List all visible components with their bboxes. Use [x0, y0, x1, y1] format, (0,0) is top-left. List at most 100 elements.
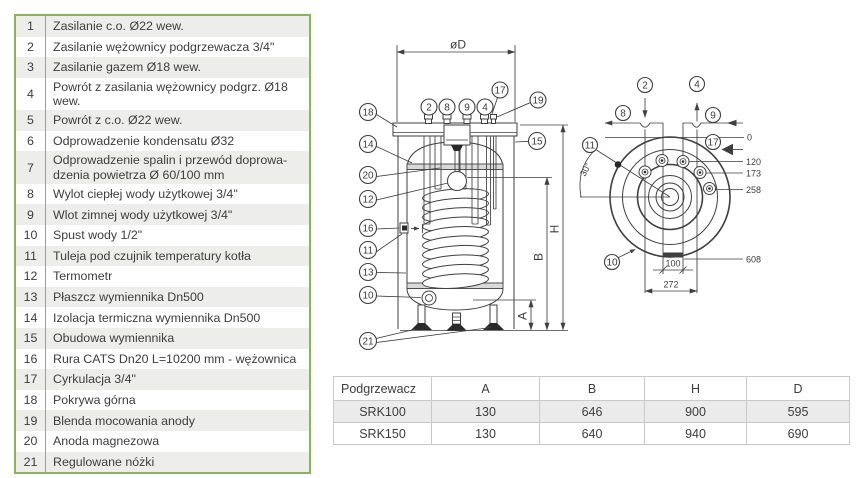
parts-row: 12 Termometr [16, 266, 309, 287]
callout-10: 10 [358, 285, 378, 305]
part-number: 20 [16, 430, 46, 452]
callout-19: 19 [529, 91, 547, 109]
callout-17: 17 [491, 81, 509, 99]
spec-table-body: SRK100 130 646 900 595 SRK150 130 640 94… [334, 400, 849, 444]
part-number: 3 [16, 57, 46, 78]
callout-8: 8 [614, 104, 632, 122]
part-number: 2 [16, 36, 46, 58]
dim-label-d: øD [450, 38, 466, 52]
callout-11: 11 [581, 136, 599, 154]
svg-text:8: 8 [620, 109, 626, 120]
sensor-position: 30° [578, 149, 671, 198]
callout-21: 21 [358, 331, 378, 351]
callout-11: 11 [358, 240, 378, 260]
spec-value-a: 130 [431, 423, 539, 444]
part-description: Wylot ciepłej wody użytkowej 3/4" [53, 186, 238, 201]
dim-100: 100 [665, 259, 680, 269]
svg-text:10: 10 [606, 258, 618, 269]
parts-row: 11 Tuleja pod czujnik temperatury kotła [16, 245, 309, 267]
parts-row: 8 Wylot ciepłej wody użytkowej 3/4" [16, 183, 309, 205]
part-description: Anoda magnezowa [53, 434, 160, 449]
part-number: 8 [16, 183, 46, 205]
callout-12: 12 [358, 189, 378, 209]
dimension-a: A [473, 299, 536, 331]
svg-text:18: 18 [362, 108, 374, 119]
part-description: Spust wody 1/2" [53, 228, 143, 243]
callout-4: 4 [688, 75, 706, 93]
leader-10 [618, 249, 636, 258]
parts-row: 20 Anoda magnezowa [16, 430, 309, 452]
spec-value-h: 940 [644, 423, 746, 444]
dim-label-a: A [516, 312, 530, 320]
top-callouts: 2 4 8 9 17 11 10 [581, 75, 722, 271]
spec-header-b: B [539, 377, 644, 400]
offset-173: 173 [746, 169, 761, 179]
parts-row: 18 Pokrywa górna [16, 389, 309, 411]
spec-value-d: 595 [746, 401, 849, 422]
callout-9: 9 [458, 98, 476, 116]
part-number: 17 [16, 369, 46, 390]
part-number: 4 [16, 77, 46, 111]
parts-table: 1 Zasilanie c.o. Ø22 wew. 2 Zasilanie wę… [14, 14, 311, 475]
svg-text:21: 21 [362, 337, 374, 348]
svg-text:11: 11 [363, 246, 374, 257]
svg-text:8: 8 [444, 103, 450, 114]
part-number: 5 [16, 110, 46, 131]
svg-text:13: 13 [362, 268, 374, 279]
pipe-lines [604, 98, 743, 293]
bottom-dimensions: 100 272 [644, 252, 698, 294]
callout-20: 20 [358, 165, 378, 185]
part-number: 15 [16, 327, 46, 349]
callout-15: 15 [527, 131, 547, 151]
spec-value-b: 640 [539, 423, 644, 444]
svg-text:4: 4 [482, 103, 488, 114]
part-description: Pokrywa górna [53, 392, 136, 407]
part-number: 12 [16, 266, 46, 287]
part-description: Odprowadzenie kondensatu Ø32 [53, 133, 235, 148]
parts-row: 5 Powrót z c.o. Ø22 wew. [16, 110, 309, 131]
part-number: 13 [16, 286, 46, 308]
part-description: Wlot zimnej wody użytkowej 3/4" [53, 207, 233, 222]
svg-text:11: 11 [585, 141, 596, 152]
spec-table-header: Podgrzewacz A B H D [334, 377, 849, 400]
part-number: 21 [16, 451, 46, 473]
parts-row: 4 Powrót z zasilania wężownicy podgrz. Ø… [16, 77, 309, 111]
callout-2: 2 [420, 98, 438, 116]
svg-text:15: 15 [531, 137, 543, 148]
svg-text:9: 9 [710, 111, 716, 122]
part-description: Płaszcz wymiennika Dn500 [53, 289, 204, 304]
offset-120: 120 [746, 157, 761, 167]
dimension-diameter: øD [396, 38, 516, 122]
parts-row: 15 Obudowa wymiennika [16, 327, 309, 349]
svg-text:19: 19 [532, 96, 544, 107]
sensor-tube [493, 136, 497, 210]
dimension-h: H [520, 124, 568, 331]
part-number: 18 [16, 389, 46, 411]
flow-arrow-9 [727, 119, 737, 127]
svg-text:14: 14 [362, 140, 374, 151]
svg-text:17: 17 [494, 86, 506, 97]
callout-9: 9 [704, 106, 722, 124]
offset-258: 258 [746, 185, 761, 195]
spec-header-d: D [746, 377, 849, 400]
thermometer-dial [447, 171, 467, 191]
svg-text:2: 2 [426, 103, 432, 114]
part-description: Izolacja termiczna wymiennika Dn500 [53, 310, 261, 325]
front-callouts: 18 14 20 12 16 11 13 10 21 15 2 8 9 4 17… [358, 81, 547, 351]
parts-row: 6 Odprowadzenie kondensatu Ø32 [16, 130, 309, 152]
part-description: Odprowadzenie spalin i przewód doprowa-d… [53, 153, 288, 182]
callout-2: 2 [636, 76, 654, 94]
parts-row: 7 Odprowadzenie spalin i przewód doprowa… [16, 151, 309, 184]
drain-mark [663, 252, 683, 258]
connection-stubs [424, 114, 497, 124]
part-description: Zasilanie gazem Ø18 wew. [53, 60, 202, 75]
part-description: Obudowa wymiennika [53, 331, 175, 346]
part-number: 11 [16, 245, 46, 267]
sensor-fitting [399, 222, 423, 234]
dim-label-b: B [532, 253, 546, 261]
parts-row: 17 Cyrkulacja 3/4" [16, 369, 309, 390]
parts-row: 10 Spust wody 1/2" [16, 224, 309, 246]
part-description: Termometr [53, 269, 113, 284]
spec-model: SRK150 [359, 426, 406, 441]
part-description: Cyrkulacja 3/4" [53, 372, 136, 387]
